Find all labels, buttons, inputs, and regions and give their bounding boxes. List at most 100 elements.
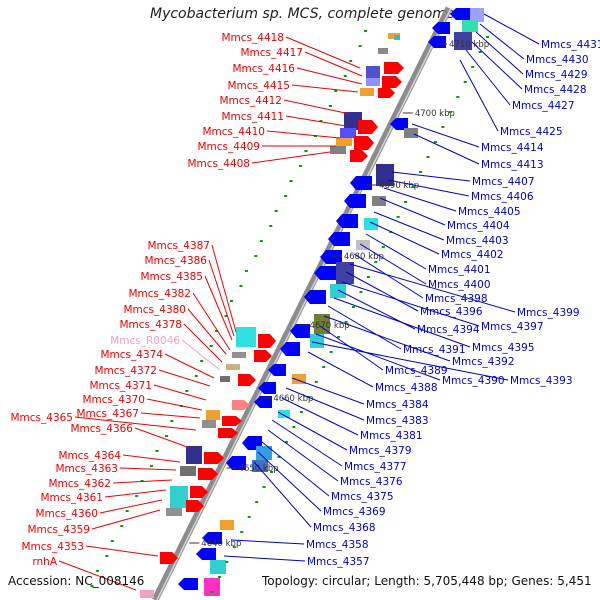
gene-label-left[interactable]: Mmcs_4360 (35, 499, 163, 520)
gene-label-right[interactable]: Mmcs_4429 (475, 31, 588, 81)
gene-label-text: Mmcs_4402 (441, 249, 504, 261)
gene-label-text: Mmcs_4394 (417, 324, 480, 336)
gene-label-left[interactable]: Mmcs_4367 (76, 408, 201, 420)
gene-label-text: Mmcs_4390 (442, 375, 505, 387)
gene-label-left[interactable]: Mmcs_4365 (10, 412, 197, 431)
accession-text: Accession: NC_008146 (8, 574, 145, 588)
gene-label-right[interactable]: Mmcs_4400 (359, 243, 491, 291)
gene-label-text: Mmcs_4377 (344, 461, 407, 473)
gene-label-right[interactable]: Mmcs_4388 (307, 351, 438, 394)
scale-tick-label: 4680 kbp (344, 252, 384, 262)
gene-label-text: Mmcs_4362 (48, 478, 111, 490)
scale-tick-label: 4660 kbp (273, 394, 313, 404)
scale-tick-label: 4710 kbp (449, 40, 489, 50)
scale-tick-label: 4640 kbp (201, 539, 241, 549)
gene-label-left[interactable]: Mmcs_R0046 (110, 335, 221, 371)
gene-label-left[interactable]: Mmcs_4387 (147, 240, 237, 333)
gene-label-right[interactable]: Mmcs_4383 (285, 387, 429, 427)
gene-label-left[interactable]: Mmcs_4378 (119, 319, 223, 363)
gene-label-right[interactable]: Mmcs_4369 (257, 451, 386, 518)
gene-label-right[interactable]: Mmcs_4358 (231, 539, 369, 551)
scale-tick-label: 4690 kbp (379, 181, 419, 191)
gene-label-text: Mmcs_4375 (331, 491, 394, 503)
gene-label-left[interactable]: Mmcs_4416 (232, 63, 363, 85)
gene-label-left[interactable]: Mmcs_4412 (219, 95, 351, 115)
gene-label-right[interactable]: Mmcs_4377 (271, 419, 407, 473)
gene-label-right[interactable]: Mmcs_4390 (315, 333, 505, 387)
gene-label-left[interactable]: Mmcs_4363 (55, 463, 177, 475)
gene-label-right[interactable]: Mmcs_4425 (459, 59, 563, 138)
gene-label-right[interactable]: Mmcs_4375 (261, 441, 394, 503)
gene-label-left[interactable]: Mmcs_4374 (100, 349, 215, 379)
gene-label-right[interactable]: Mmcs_4401 (365, 233, 491, 276)
gene-label-right[interactable]: Mmcs_4405 (383, 187, 521, 218)
gene-label-right[interactable]: Mmcs_4399 (349, 263, 580, 319)
gene-label-left[interactable]: rnhA (32, 556, 137, 591)
gene-label-text: Mmcs_4417 (240, 47, 303, 59)
gene-label-right[interactable]: Mmcs_4414 (411, 123, 544, 154)
gene-label-right[interactable]: Mmcs_4406 (387, 179, 534, 203)
gene-label-right[interactable]: Mmcs_4430 (479, 23, 589, 66)
gene-label-right[interactable]: Mmcs_4392 (323, 315, 515, 368)
gene-label-right[interactable]: Mmcs_4395 (333, 297, 535, 354)
gene-label-right[interactable]: Mmcs_4407 (391, 171, 535, 188)
gene-label-right[interactable]: Mmcs_4379 (277, 411, 412, 457)
gene-label-left[interactable]: Mmcs_4371 (89, 380, 207, 401)
gene-label-right[interactable]: Mmcs_4376 (267, 429, 403, 488)
gene-label-left[interactable]: Mmcs_4353 (21, 541, 159, 557)
gene-label-left[interactable]: Mmcs_4372 (94, 365, 211, 387)
gene-label-left[interactable]: Mmcs_4408 (187, 151, 331, 170)
gene-label-left[interactable]: Mmcs_4380 (123, 304, 227, 355)
gene-label-text: Mmcs_4374 (100, 349, 163, 361)
map-title: Mycobacterium sp. MCS, complete genome (150, 6, 455, 22)
gene-label-text: Mmcs_4365 (10, 412, 73, 424)
gene-label-right[interactable]: Mmcs_4427 (465, 49, 575, 112)
gene-label-right[interactable]: Mmcs_4431 (483, 13, 600, 51)
gene-label-right[interactable]: Mmcs_4357 (223, 555, 370, 568)
gene-label-left[interactable]: Mmcs_4359 (27, 509, 161, 536)
gene-label-text: Mmcs_4370 (82, 394, 145, 406)
gene-label-right[interactable]: Mmcs_4404 (379, 197, 510, 232)
gene-label-text: Mmcs_4398 (425, 293, 488, 305)
gene-label-left[interactable]: Mmcs_4382 (128, 288, 231, 351)
gene-label-right[interactable]: Mmcs_4391 (327, 305, 466, 356)
genome-backbone-highlight (156, 7, 452, 600)
right-gene-labels: Mmcs_4431Mmcs_4430Mmcs_4429Mmcs_4428Mmcs… (223, 13, 600, 568)
gene-label-text: Mmcs_4410 (202, 126, 265, 138)
gene-label-right[interactable]: Mmcs_4402 (369, 221, 504, 261)
gene-label-text: Mmcs_4430 (526, 54, 589, 66)
gene-label-left[interactable]: Mmcs_4415 (227, 80, 359, 93)
gene-label-right[interactable]: Mmcs_4381 (281, 397, 423, 442)
gene-label-left[interactable]: Mmcs_4386 (144, 255, 235, 337)
gene-label-left[interactable]: Mmcs_4417 (240, 47, 363, 77)
gene-label-right[interactable]: Mmcs_4413 (413, 133, 544, 171)
gene-label-left[interactable]: Mmcs_4366 (70, 423, 191, 449)
gene-label-right[interactable]: Mmcs_4428 (471, 41, 587, 96)
gene-label-text: Mmcs_4364 (58, 450, 121, 462)
gene-label-text: Mmcs_4414 (481, 142, 544, 154)
gene-label-left[interactable]: Mmcs_4370 (82, 394, 203, 411)
gene-label-text: Mmcs_4384 (366, 399, 429, 411)
gene-label-text: Mmcs_4400 (428, 279, 491, 291)
gene-label-right[interactable]: Mmcs_4393 (311, 341, 573, 387)
gene-label-text: Mmcs_4404 (447, 220, 510, 232)
gene-label-text: Mmcs_4360 (35, 508, 98, 520)
gene-label-right[interactable]: Mmcs_4396 (345, 271, 483, 318)
gene-label-text: Mmcs_4353 (21, 541, 84, 553)
gene-label-left[interactable]: Mmcs_4385 (140, 271, 233, 341)
gene-label-right[interactable]: Mmcs_4368 (253, 461, 376, 534)
gene-label-text: Mmcs_4425 (500, 126, 563, 138)
gene-label-left[interactable]: Mmcs_4361 (40, 489, 167, 504)
gene-label-right[interactable]: Mmcs_4398 (353, 253, 488, 305)
gene-label-left[interactable]: Mmcs_4418 (221, 32, 361, 69)
gene-label-left[interactable]: Mmcs_4410 (202, 126, 341, 139)
gene-label-left[interactable]: Mmcs_4362 (48, 478, 173, 490)
gene-label-text: Mmcs_4431 (541, 39, 600, 51)
gene-label-left[interactable]: Mmcs_4364 (58, 450, 181, 463)
gene-label-right[interactable]: Mmcs_4384 (291, 377, 429, 411)
gene-label-right[interactable]: Mmcs_4397 (341, 281, 544, 333)
gene-label-left[interactable]: Mmcs_4411 (221, 111, 347, 127)
gene-label-left[interactable]: Mmcs_4409 (197, 141, 336, 153)
gene-label-right[interactable]: Mmcs_4403 (373, 211, 509, 247)
